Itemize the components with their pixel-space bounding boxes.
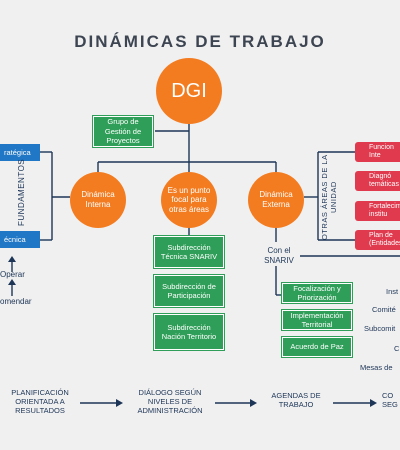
subdireccion-tecnica-box: Subdirección Técnica SNARIV bbox=[153, 235, 225, 269]
red-box-fortalecimiento: Fortalecim institu bbox=[355, 201, 400, 221]
right-label-c: C bbox=[394, 344, 400, 353]
dinamica-interna-node: Dinámica Interna bbox=[70, 172, 126, 228]
flow-agendas: AGENDAS DE TRABAJO bbox=[271, 391, 321, 409]
red-box-plan: Plan de (Entidades bbox=[355, 230, 400, 250]
recomendar-label: omendar bbox=[0, 297, 32, 306]
focalizacion-box: Focalización y Priorización bbox=[281, 282, 353, 304]
fundamentos-label: FUNDAMENTOS bbox=[17, 158, 26, 226]
dgi-node: DGI bbox=[156, 58, 222, 124]
punto-focal-node: Es un punto focal para otras áreas bbox=[161, 172, 217, 228]
operar-label: Operar bbox=[0, 270, 25, 279]
estrategica-box: ratégica bbox=[0, 144, 40, 161]
con-snariv-label: Con el SNARIV bbox=[264, 246, 294, 265]
flow-planificacion: PLANIFICACIÓN ORIENTADA A RESULTADOS bbox=[11, 388, 69, 415]
otras-areas-label: OTRAS ÁREAS DE LA UNIDAD bbox=[320, 154, 338, 240]
subdireccion-participacion-box: Subdirección de Participación bbox=[153, 274, 225, 308]
right-label-comite: Comité bbox=[372, 305, 396, 314]
right-label-inst: Inst bbox=[386, 287, 399, 296]
page-title: DINÁMICAS DE TRABAJO bbox=[74, 32, 326, 51]
flow-seguimiento: CO SEG bbox=[382, 391, 398, 409]
implementacion-box: Implementación Territorial bbox=[281, 309, 353, 331]
red-box-diagnostico: Diagnó temáticas bbox=[355, 171, 400, 191]
right-label-mesas: Mesas de bbox=[360, 363, 393, 372]
grupo-gestion-box: Grupo de Gestión de Proyectos bbox=[92, 115, 154, 148]
subdireccion-nacion-territorio-box: Subdirección Nación Territorio bbox=[153, 313, 225, 351]
red-box-funcion: Funcion Inte bbox=[355, 142, 400, 162]
tecnica-box: écnica bbox=[0, 231, 40, 248]
right-label-subcomite: Subcomit bbox=[364, 324, 396, 333]
dinamica-externa-node: Dinámica Externa bbox=[248, 172, 304, 228]
acuerdo-paz-box: Acuerdo de Paz bbox=[281, 336, 353, 358]
flow-dialogo: DIÁLOGO SEGÚN NIVELES DE ADMINISTRACIÓN bbox=[137, 388, 203, 415]
